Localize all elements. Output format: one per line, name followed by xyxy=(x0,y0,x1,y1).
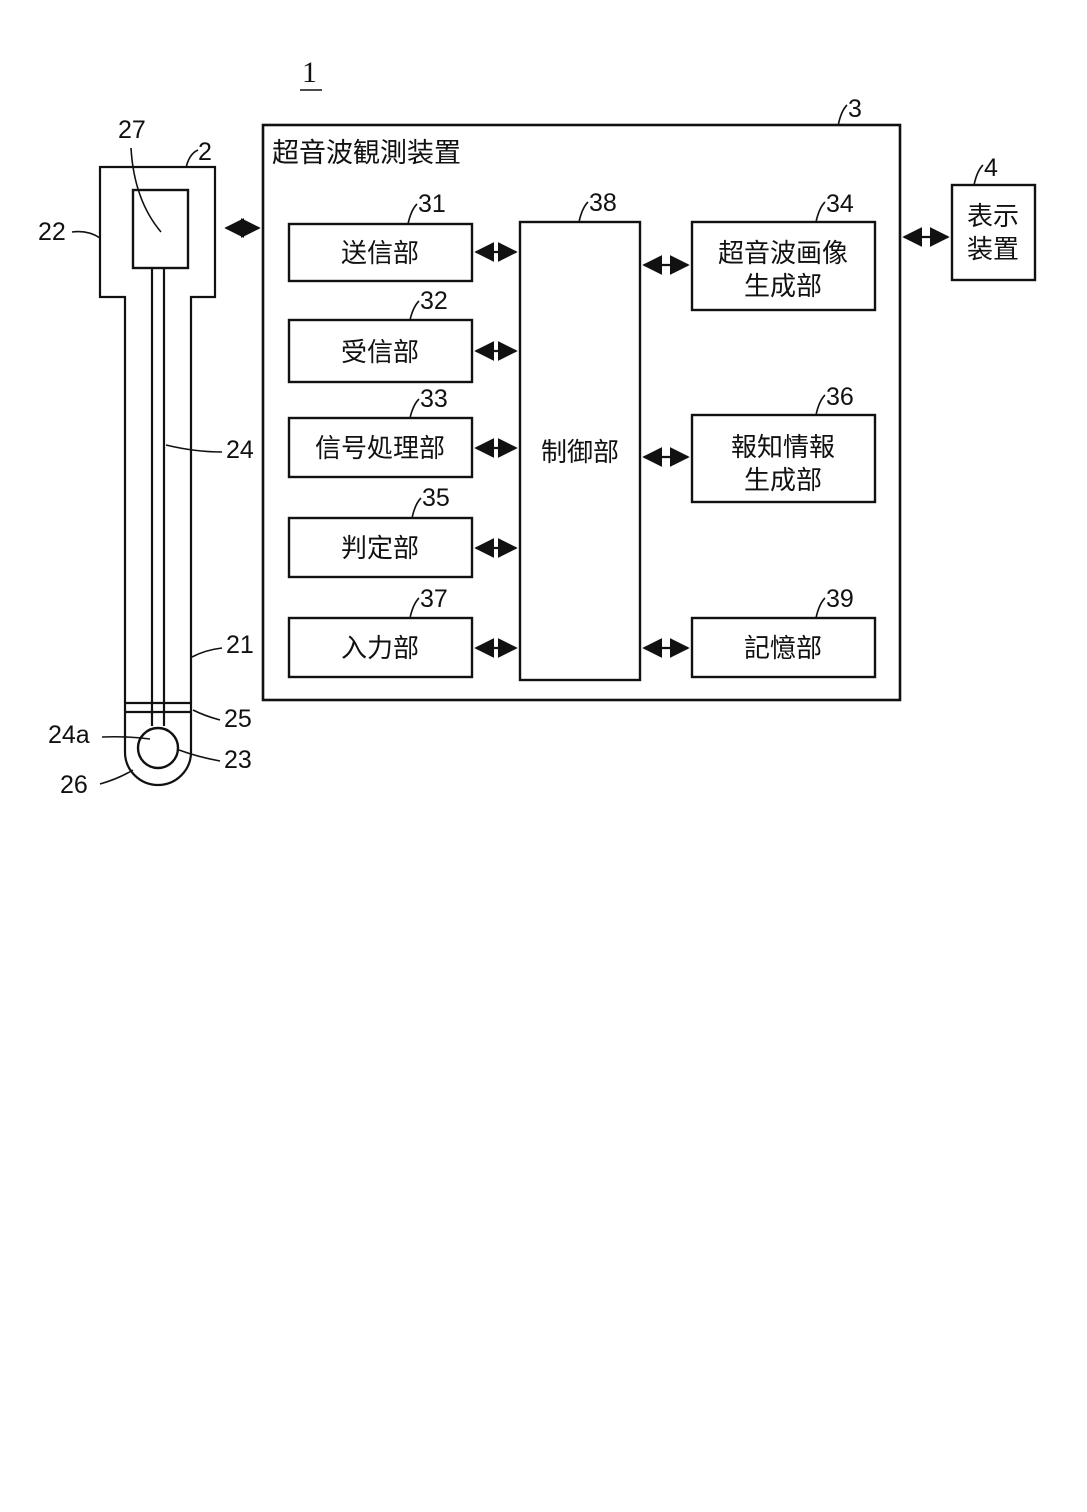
ref-37: 37 xyxy=(420,585,448,613)
ref-3-leader xyxy=(837,104,848,127)
block-transmit xyxy=(287,222,474,283)
ref-26: 26 xyxy=(60,771,88,799)
ref-21: 21 xyxy=(226,631,254,659)
ref-34-leader xyxy=(815,201,826,223)
block-input-label: 入力部 xyxy=(341,633,419,663)
ref-33-leader xyxy=(409,398,420,419)
ref-24-leader xyxy=(165,444,223,453)
block-memory xyxy=(690,616,877,679)
ref-2-leader xyxy=(185,149,199,169)
block-image-gen-label-1: 超音波画像 xyxy=(718,238,848,268)
device-title: 超音波観測装置 xyxy=(272,138,461,168)
ref-3: 3 xyxy=(848,95,862,123)
ref-26-leader xyxy=(99,769,134,785)
ref-38: 38 xyxy=(589,189,617,217)
probe-head-window xyxy=(131,188,190,270)
block-receive xyxy=(287,318,474,384)
block-image-gen xyxy=(690,220,877,312)
block-judge-label: 判定部 xyxy=(341,533,419,563)
probe-tip-circle xyxy=(136,726,180,770)
ref-36: 36 xyxy=(826,383,854,411)
ref-34: 34 xyxy=(826,190,854,218)
block-notify-gen-label-2: 生成部 xyxy=(744,465,822,495)
ref-23: 23 xyxy=(224,746,252,774)
ref-39-leader xyxy=(815,597,826,619)
ref-31: 31 xyxy=(418,190,446,218)
ref-32-leader xyxy=(409,300,420,321)
ref-24a: 24a xyxy=(48,721,90,749)
block-input xyxy=(287,616,474,679)
ref-25-leader xyxy=(192,709,221,721)
ref-24a-leader xyxy=(101,735,151,740)
display-label-1: 表示 xyxy=(967,201,1019,231)
ref-27-leader xyxy=(130,147,162,233)
ref-39: 39 xyxy=(826,585,854,613)
ref-23-leader xyxy=(178,749,221,762)
block-receive-label: 受信部 xyxy=(341,337,419,367)
block-judge xyxy=(287,516,474,579)
block-memory-label: 記憶部 xyxy=(744,633,822,663)
ref-31-leader xyxy=(407,203,418,225)
ref-22-leader xyxy=(71,230,101,239)
ref-35-leader xyxy=(411,497,422,519)
ref-2: 2 xyxy=(198,138,212,166)
ref-36-leader xyxy=(815,394,826,416)
block-notify-gen xyxy=(690,413,877,504)
ref-38-leader xyxy=(578,201,589,223)
device-box xyxy=(261,123,902,702)
block-signal-label: 信号処理部 xyxy=(315,433,445,463)
ref-32: 32 xyxy=(420,287,448,315)
ref-27: 27 xyxy=(118,116,146,144)
block-notify-gen-label-1: 報知情報 xyxy=(731,432,835,462)
probe-outline xyxy=(98,165,217,787)
ref-22: 22 xyxy=(38,218,66,246)
ref-4: 4 xyxy=(984,154,998,182)
block-transmit-label: 送信部 xyxy=(341,238,419,268)
ref-4-leader xyxy=(973,164,984,186)
ref-35: 35 xyxy=(422,484,450,512)
block-signal xyxy=(287,416,474,479)
block-image-gen-label-2: 生成部 xyxy=(744,271,822,301)
figure-number: 1 xyxy=(302,56,317,89)
ref-33: 33 xyxy=(420,385,448,413)
block-control xyxy=(518,220,642,682)
display-box xyxy=(950,183,1037,282)
ref-37-leader xyxy=(409,597,420,619)
display-label-2: 装置 xyxy=(967,234,1019,264)
ref-25: 25 xyxy=(224,705,252,733)
ref-21-leader xyxy=(191,647,223,658)
block-control-label: 制御部 xyxy=(541,437,619,467)
ref-24: 24 xyxy=(226,436,254,464)
